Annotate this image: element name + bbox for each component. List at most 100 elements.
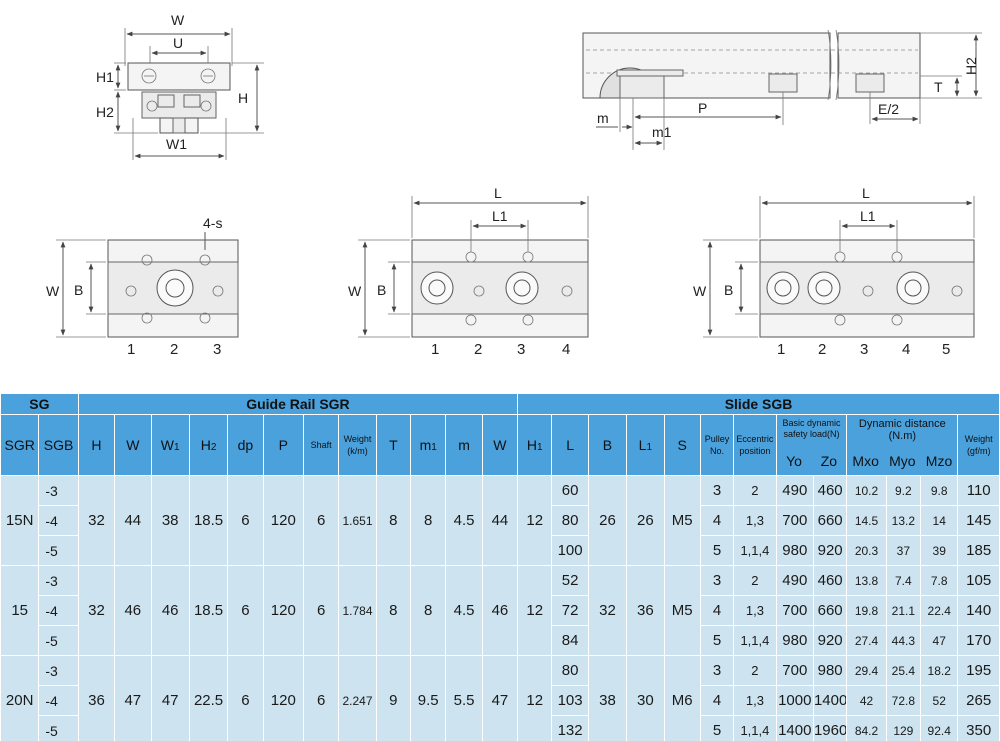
block-small-hole-label: 4-s bbox=[203, 215, 222, 231]
technical-drawings: W U H1 H2 H W1 bbox=[46, 12, 982, 358]
cell-eccentric: 1,3 bbox=[733, 595, 777, 626]
cell-mxo: 13.8 bbox=[846, 565, 887, 596]
cell-t: 8 bbox=[375, 475, 412, 566]
cell-l1: 36 bbox=[626, 565, 665, 656]
group-header-row: SG Guide Rail SGR Slide SGB bbox=[0, 393, 1000, 415]
col-load-group: Basic dynamic safety load(N) Yo Zo bbox=[775, 414, 848, 476]
cell-l: 84 bbox=[551, 625, 589, 656]
block-drawing-3-pulley: 4-s W B 1 2 3 bbox=[46, 215, 239, 358]
cell-weight-slide: 140 bbox=[957, 595, 1000, 626]
cell-weight-slide: 350 bbox=[957, 715, 1000, 741]
block-medium-pulley-3: 3 bbox=[517, 341, 525, 358]
col-zo: Zo bbox=[820, 453, 838, 469]
col-w: W bbox=[114, 414, 152, 476]
cell-dp: 6 bbox=[227, 565, 264, 656]
cell-mzo: 39 bbox=[920, 535, 959, 566]
block-large-pulley-5: 5 bbox=[942, 341, 950, 358]
cell-weight-slide: 110 bbox=[957, 475, 1000, 506]
cell-mzo: 9.8 bbox=[920, 475, 959, 506]
cell-weight-slide: 105 bbox=[957, 565, 1000, 596]
cell-zo: 920 bbox=[812, 625, 848, 656]
cell-zo: 1400 bbox=[812, 685, 848, 716]
cell-shaft: 6 bbox=[302, 475, 340, 566]
cell-myo: 7.4 bbox=[885, 565, 922, 596]
rail-label-h2: H2 bbox=[963, 57, 979, 75]
col-slide-w: W bbox=[481, 414, 519, 476]
cell-myo: 129 bbox=[885, 715, 922, 741]
cell-shaft: 6 bbox=[302, 565, 340, 656]
cell-yo: 490 bbox=[775, 475, 814, 506]
col-b: B bbox=[587, 414, 628, 476]
col-eccentric: Eccentric position bbox=[733, 414, 777, 476]
cell-s: M5 bbox=[663, 475, 701, 566]
cell-sgb: -5 bbox=[38, 535, 79, 566]
cell-eccentric: 1,1,4 bbox=[733, 715, 777, 741]
block-large-pulley-2: 2 bbox=[818, 341, 826, 358]
cell-l: 103 bbox=[551, 685, 589, 716]
cell-pulley: 5 bbox=[699, 715, 735, 741]
cell-eccentric: 1,1,4 bbox=[733, 535, 777, 566]
cell-h2: 18.5 bbox=[188, 565, 229, 656]
cell-pulley: 5 bbox=[699, 625, 735, 656]
col-load-header: Basic dynamic safety load(N) bbox=[782, 418, 841, 439]
block-medium-pulley-1: 1 bbox=[431, 341, 439, 358]
cell-mxo: 14.5 bbox=[846, 505, 887, 536]
cell-zo: 660 bbox=[812, 595, 848, 626]
cell-zo: 1960 bbox=[812, 715, 848, 741]
cell-yo: 700 bbox=[775, 655, 814, 686]
block-large-label-b: B bbox=[724, 282, 733, 298]
cell-dp: 6 bbox=[227, 475, 264, 566]
profile-label-w: W bbox=[171, 12, 185, 28]
cell-myo: 37 bbox=[885, 535, 922, 566]
cell-mzo: 47 bbox=[920, 625, 959, 656]
profile-label-w1: W1 bbox=[166, 136, 187, 152]
block-medium-label-l1: L1 bbox=[492, 208, 508, 224]
cell-sgr: 15N bbox=[0, 475, 40, 566]
cell-eccentric: 2 bbox=[733, 655, 777, 686]
cell-p: 120 bbox=[262, 655, 304, 741]
cell-shaft: 6 bbox=[302, 655, 340, 741]
profile-drawing: W U H1 H2 H W1 bbox=[96, 12, 264, 160]
col-l1: L1 bbox=[626, 414, 665, 476]
cell-l1: 26 bbox=[626, 475, 665, 566]
block-medium-label-l: L bbox=[494, 185, 502, 201]
cell-yo: 980 bbox=[775, 535, 814, 566]
col-m1: m1 bbox=[410, 414, 447, 476]
cell-w: 47 bbox=[114, 655, 152, 741]
cell-l: 60 bbox=[551, 475, 589, 506]
col-sgb: SGB bbox=[38, 414, 79, 476]
cell-sgb: -5 bbox=[38, 715, 79, 741]
cell-m1: 8 bbox=[410, 475, 447, 566]
col-shaft: Shaft bbox=[302, 414, 340, 476]
cell-m: 4.5 bbox=[445, 475, 483, 566]
block-large-label-l1: L1 bbox=[860, 208, 876, 224]
col-dynamic-header: Dynamic distance bbox=[858, 418, 946, 430]
cell-zo: 460 bbox=[812, 565, 848, 596]
cell-pulley: 3 bbox=[699, 655, 735, 686]
cell-pulley: 3 bbox=[699, 475, 735, 506]
cell-weight-rail: 1.651 bbox=[338, 475, 377, 566]
column-header-row: SGR SGB H W W1 H2 dp P Shaft Weight (k/m… bbox=[0, 414, 1000, 476]
cell-p: 120 bbox=[262, 565, 304, 656]
cell-pulley: 4 bbox=[699, 685, 735, 716]
col-mzo: Mzo bbox=[925, 453, 953, 469]
cell-m: 4.5 bbox=[445, 565, 483, 656]
block-medium-pulley-4: 4 bbox=[562, 341, 570, 358]
cell-myo: 9.2 bbox=[885, 475, 922, 506]
cell-zo: 460 bbox=[812, 475, 848, 506]
col-h: H bbox=[77, 414, 116, 476]
profile-label-u: U bbox=[173, 35, 183, 51]
cell-w1: 47 bbox=[150, 655, 190, 741]
col-yo: Yo bbox=[786, 453, 802, 469]
cell-mzo: 22.4 bbox=[920, 595, 959, 626]
block-large-pulley-4: 4 bbox=[902, 341, 910, 358]
cell-l: 80 bbox=[551, 505, 589, 536]
col-w1: W1 bbox=[150, 414, 190, 476]
cell-myo: 44.3 bbox=[885, 625, 922, 656]
cell-zo: 660 bbox=[812, 505, 848, 536]
